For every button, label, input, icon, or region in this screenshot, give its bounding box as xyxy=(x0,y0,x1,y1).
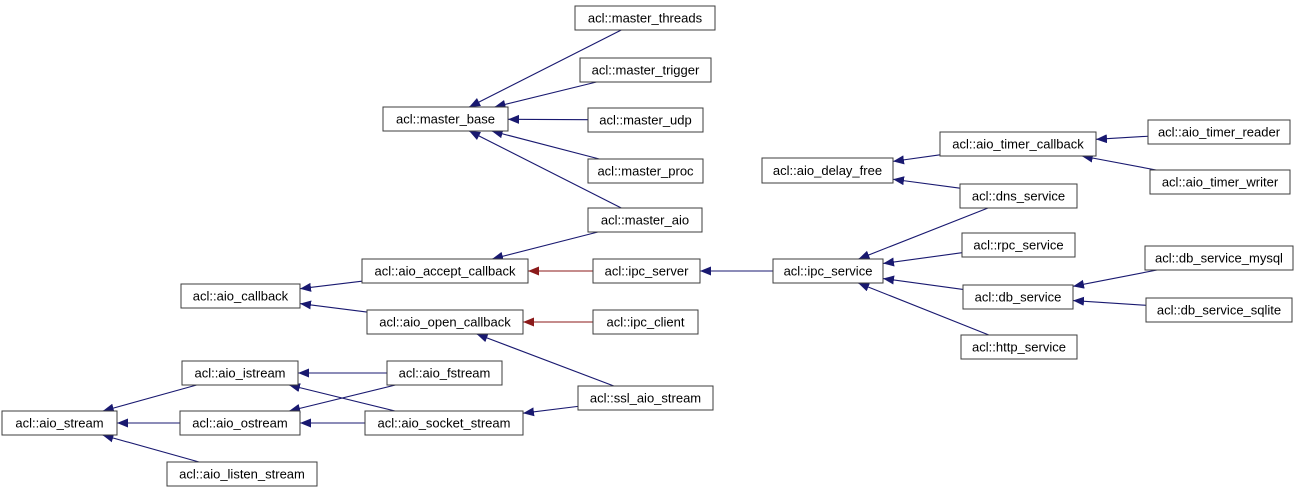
inheritance-edge-dns_service-to-aio_delay_free xyxy=(893,179,960,188)
class-node-rpc_service[interactable]: acl::rpc_service xyxy=(962,233,1075,257)
class-node-master_threads[interactable]: acl::master_threads xyxy=(575,6,715,30)
inheritance-edge-master_proc-to-master_base xyxy=(492,131,600,159)
node-layer: acl::master_threadsacl::master_triggerac… xyxy=(2,6,1293,486)
inheritance-edge-aio_timer_reader-to-aio_timer_callback xyxy=(1096,136,1148,139)
class-node-label-master_proc: acl::master_proc xyxy=(597,164,694,179)
class-node-aio_ostream[interactable]: acl::aio_ostream xyxy=(180,411,300,435)
class-node-label-aio_open_callback: acl::aio_open_callback xyxy=(379,315,511,330)
class-node-label-master_trigger: acl::master_trigger xyxy=(592,63,700,78)
class-node-aio_listen_stream[interactable]: acl::aio_listen_stream xyxy=(167,462,317,486)
class-node-master_aio[interactable]: acl::master_aio xyxy=(588,208,702,232)
class-node-ipc_server[interactable]: acl::ipc_server xyxy=(593,259,700,283)
inheritance-edge-db_service-to-ipc_service xyxy=(883,279,963,290)
class-node-aio_fstream[interactable]: acl::aio_fstream xyxy=(387,361,502,385)
class-node-label-aio_ostream: acl::aio_ostream xyxy=(192,416,287,431)
class-node-label-ipc_client: acl::ipc_client xyxy=(606,315,684,330)
class-node-dns_service[interactable]: acl::dns_service xyxy=(960,184,1077,208)
inheritance-edge-aio_accept_callback-to-aio_callback xyxy=(300,281,362,289)
class-node-master_trigger[interactable]: acl::master_trigger xyxy=(580,58,711,82)
class-node-aio_istream[interactable]: acl::aio_istream xyxy=(182,361,298,385)
inheritance-edge-rpc_service-to-ipc_service xyxy=(883,253,962,264)
class-node-label-dns_service: acl::dns_service xyxy=(972,189,1065,204)
class-node-label-aio_timer_writer: acl::aio_timer_writer xyxy=(1162,175,1279,190)
class-node-master_udp[interactable]: acl::master_udp xyxy=(588,108,703,132)
class-node-label-aio_istream: acl::aio_istream xyxy=(194,366,285,381)
class-node-label-ipc_server: acl::ipc_server xyxy=(605,264,689,279)
class-node-ssl_aio_stream[interactable]: acl::ssl_aio_stream xyxy=(578,386,713,410)
class-node-label-aio_stream: acl::aio_stream xyxy=(15,416,103,431)
class-node-label-ipc_service: acl::ipc_service xyxy=(784,264,873,279)
class-node-http_service[interactable]: acl::http_service xyxy=(961,335,1077,359)
inheritance-edge-aio_timer_writer-to-aio_timer_callback xyxy=(1082,156,1156,170)
class-node-label-db_service_mysql: acl::db_service_mysql xyxy=(1155,251,1283,266)
class-node-aio_callback[interactable]: acl::aio_callback xyxy=(181,284,300,308)
class-node-label-aio_fstream: acl::aio_fstream xyxy=(399,366,491,381)
class-node-label-master_aio: acl::master_aio xyxy=(601,213,689,228)
class-node-db_service[interactable]: acl::db_service xyxy=(963,285,1073,309)
class-node-ipc_service[interactable]: acl::ipc_service xyxy=(773,259,883,283)
class-node-label-aio_accept_callback: acl::aio_accept_callback xyxy=(375,264,516,279)
class-node-aio_delay_free[interactable]: acl::aio_delay_free xyxy=(762,158,893,183)
class-node-label-aio_socket_stream: acl::aio_socket_stream xyxy=(378,416,511,431)
inheritance-edge-master_trigger-to-master_base xyxy=(494,82,596,107)
class-node-label-aio_timer_callback: acl::aio_timer_callback xyxy=(952,137,1084,152)
class-node-aio_timer_reader[interactable]: acl::aio_timer_reader xyxy=(1148,120,1290,144)
class-node-label-http_service: acl::http_service xyxy=(972,340,1066,355)
class-node-label-ssl_aio_stream: acl::ssl_aio_stream xyxy=(590,391,701,406)
class-node-aio_timer_writer[interactable]: acl::aio_timer_writer xyxy=(1150,170,1290,194)
class-node-label-master_udp: acl::master_udp xyxy=(599,113,692,128)
class-node-label-db_service_sqlite: acl::db_service_sqlite xyxy=(1157,303,1281,318)
inheritance-edge-aio_listen_stream-to-aio_stream xyxy=(102,435,199,462)
class-node-master_proc[interactable]: acl::master_proc xyxy=(588,159,703,183)
class-node-aio_open_callback[interactable]: acl::aio_open_callback xyxy=(367,310,523,334)
class-node-aio_timer_callback[interactable]: acl::aio_timer_callback xyxy=(940,132,1096,156)
class-node-aio_accept_callback[interactable]: acl::aio_accept_callback xyxy=(362,259,528,283)
class-node-label-db_service: acl::db_service xyxy=(975,290,1062,305)
class-node-aio_socket_stream[interactable]: acl::aio_socket_stream xyxy=(365,411,523,435)
inheritance-edge-aio_open_callback-to-aio_callback xyxy=(300,304,367,313)
class-node-label-aio_delay_free: acl::aio_delay_free xyxy=(773,163,882,178)
class-node-aio_stream[interactable]: acl::aio_stream xyxy=(2,411,117,435)
class-node-ipc_client[interactable]: acl::ipc_client xyxy=(593,310,698,334)
inheritance-edge-db_service_mysql-to-db_service xyxy=(1073,270,1157,286)
inheritance-edge-ssl_aio_stream-to-aio_socket_stream xyxy=(523,406,578,413)
class-node-label-master_threads: acl::master_threads xyxy=(588,11,703,26)
class-node-db_service_mysql[interactable]: acl::db_service_mysql xyxy=(1145,246,1293,270)
class-node-master_base[interactable]: acl::master_base xyxy=(383,107,508,131)
inheritance-edge-db_service_sqlite-to-db_service xyxy=(1073,301,1146,306)
class-node-label-aio_listen_stream: acl::aio_listen_stream xyxy=(179,467,305,482)
inheritance-edge-aio_timer_callback-to-aio_delay_free xyxy=(893,155,940,162)
class-node-db_service_sqlite[interactable]: acl::db_service_sqlite xyxy=(1146,298,1292,322)
class-node-label-rpc_service: acl::rpc_service xyxy=(973,238,1063,253)
class-node-label-master_base: acl::master_base xyxy=(396,112,495,127)
class-node-label-aio_callback: acl::aio_callback xyxy=(193,289,289,304)
inheritance-edge-master_aio-to-aio_accept_callback xyxy=(492,232,598,259)
inheritance-edge-aio_istream-to-aio_stream xyxy=(103,385,197,411)
class-node-label-aio_timer_reader: acl::aio_timer_reader xyxy=(1158,125,1281,140)
